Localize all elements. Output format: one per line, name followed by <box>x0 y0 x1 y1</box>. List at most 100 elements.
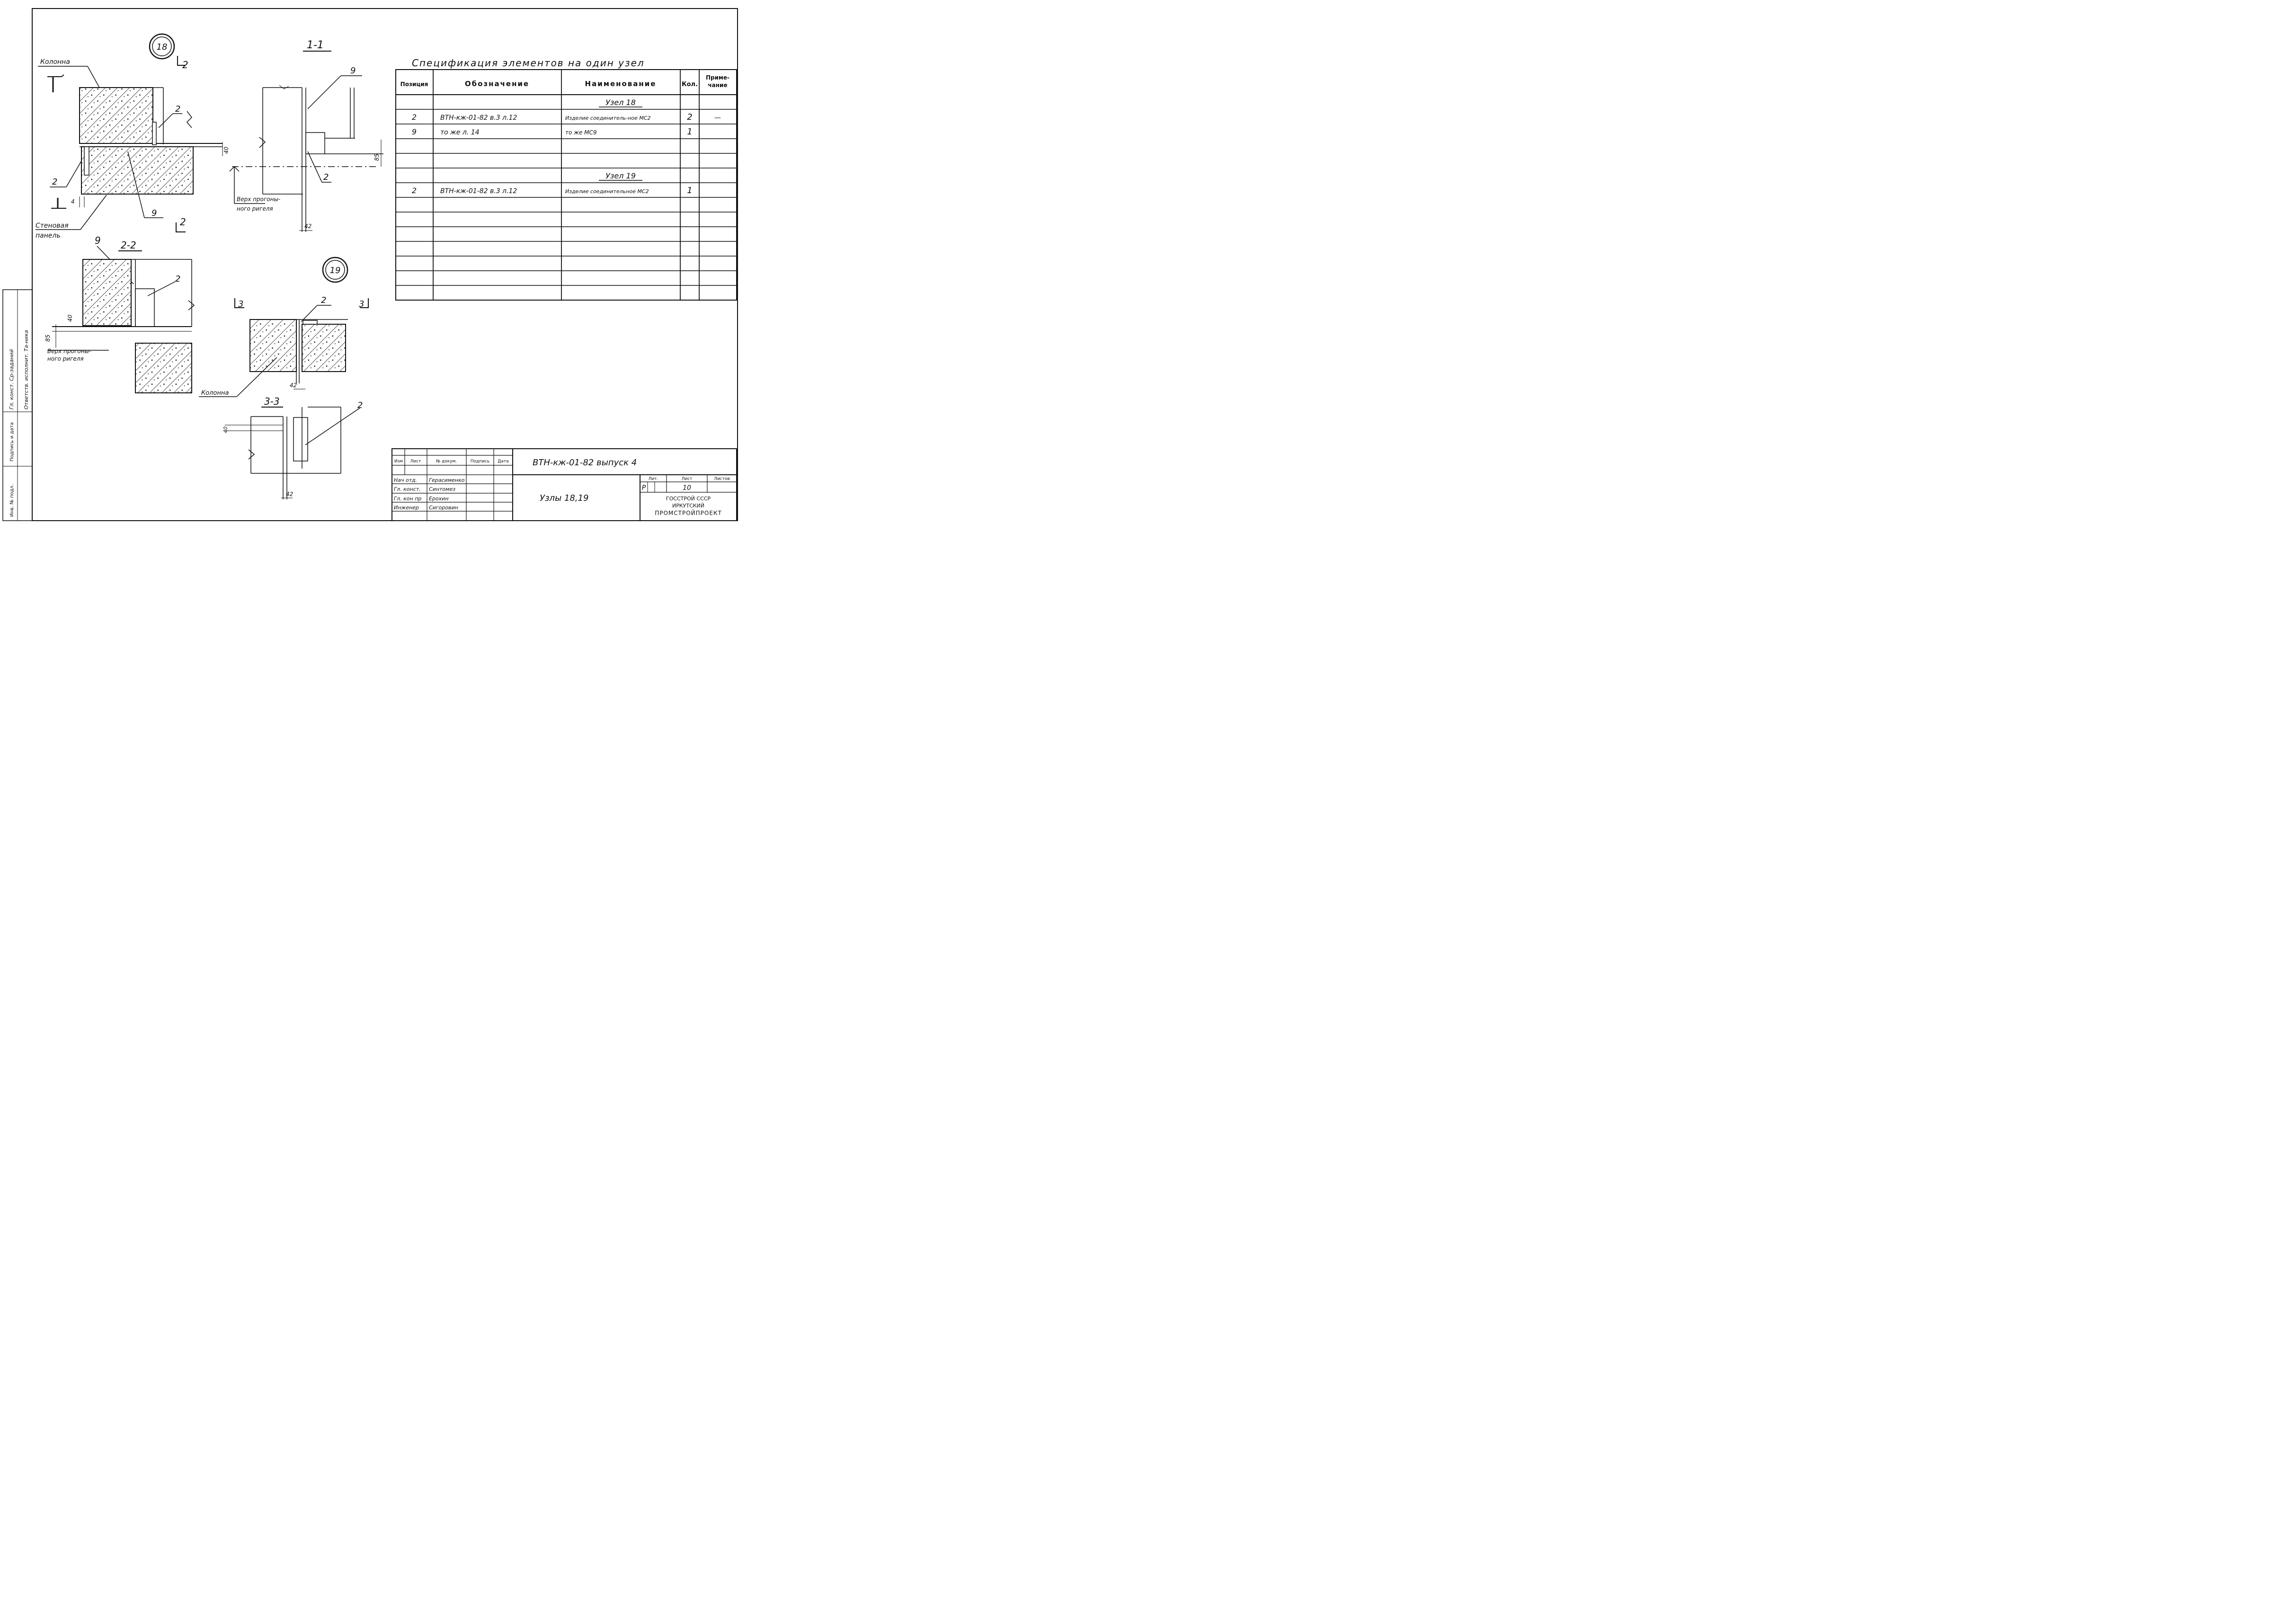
spec-cell-position: 9 <box>412 127 417 136</box>
tb-col-doc: № докум. <box>436 459 457 464</box>
spec-header-note-line1: Приме- <box>706 74 729 81</box>
node-18-wall-panel-line1: Стеновая <box>36 222 69 230</box>
spec-cell-name: Узел 19 <box>605 171 636 180</box>
tb-document-code: ВТН-кж-01-82 выпуск 4 <box>533 458 637 468</box>
tb-role: Нач отд. <box>394 477 417 483</box>
node-19-number: 19 <box>330 266 341 275</box>
tb-stage-value: Р <box>642 484 646 492</box>
section-3-3-dim-40: 40 <box>222 426 229 433</box>
node-19-drawing: 19 3 3 2 42 Колонна <box>199 257 369 397</box>
title-block: Изм Лист № докум. Подпись Дата Нач отд. Г… <box>391 448 737 521</box>
node-18-dim-40: 40 <box>223 146 230 154</box>
tb-col-list: Лист <box>410 459 421 464</box>
side-approval-2: Ответств. исполнит. Та-ника <box>23 330 29 409</box>
section-3-3-dim-42: 42 <box>286 491 293 497</box>
tb-sheet-name: Узлы 18,19 <box>540 493 589 503</box>
spec-title: Спецификация элементов на один узел <box>412 57 645 69</box>
node-18-number: 18 <box>157 42 168 52</box>
section-1-1-drawing: 1-1 Верх прогоны- ного ригеля 85 9 2 <box>229 39 383 232</box>
spec-cell-position: 2 <box>412 186 417 195</box>
table-row: 2 ВТН-кж-01-82 в.3 л.12 Изделие соединител… <box>412 112 721 122</box>
tb-col-date: Дата <box>498 459 508 464</box>
spec-cell-designation: ВТН-кж-01-82 в.3 л.12 <box>440 187 517 195</box>
tb-sheet-label: Лист <box>682 477 693 481</box>
tb-org-line1: ГОССТРОЙ СССР <box>666 496 711 502</box>
section-3-3-pos-2: 2 <box>357 400 363 410</box>
table-row: 2 ВТН-кж-01-82 в.3 л.12 Изделие соединител… <box>412 186 693 195</box>
node-19-column-label: Колонна <box>201 390 229 397</box>
section-2-2-dim-40: 40 <box>67 314 73 322</box>
section-2-2-pos-9: 9 <box>95 235 101 246</box>
node-19-cut-right: 3 <box>359 299 364 309</box>
spec-cell-name: Изделие соединительное МС2 <box>565 188 649 195</box>
tb-sheet-value: 10 <box>683 484 691 492</box>
tb-role-row: Гл. кон пр Ерохин <box>394 496 449 502</box>
spec-cell-name: то же МС9 <box>565 129 597 136</box>
tb-role-name: Герасименко <box>429 477 465 483</box>
section-1-1-pos-2: 2 <box>323 172 329 182</box>
node-18-wall-panel-line2: панель <box>36 232 61 240</box>
spec-cell-qty: 2 <box>687 112 692 122</box>
node-18-dim-4: 4 <box>71 198 75 205</box>
spec-header-name: Наименование <box>585 80 657 88</box>
sheet-frame <box>32 8 738 521</box>
side-inv-label: Инв. № подл. <box>9 484 15 517</box>
tb-role-row: Инженер Сигоровин <box>394 505 458 511</box>
node-19-dim-42: 42 <box>290 382 297 389</box>
tb-col-izm: Изм <box>394 459 403 464</box>
node-18-pos-2-top: 2 <box>175 104 180 114</box>
drawing-sheet: Гл. конст. Ср-заданий Ответств. исполнит… <box>2 8 738 521</box>
tb-org-line3: ПРОМСТРОЙПРОЕКТ <box>655 509 722 516</box>
tb-role-name: Ерохин <box>429 496 449 502</box>
node-18-column-label: Колонна <box>40 58 70 66</box>
section-1-1-level-line2: ного ригеля <box>237 205 273 212</box>
spec-table: Спецификация элементов на один узел Пози… <box>395 57 737 301</box>
spec-header-position: Позиция <box>400 81 428 88</box>
spec-cell-qty: 1 <box>687 127 692 137</box>
spec-cell-name: Изделие соединитель-ное МС2 <box>565 115 651 121</box>
tb-role-row: Гл. конст. Синтомез <box>394 486 455 492</box>
tb-stage-label: Лит. <box>649 477 658 481</box>
spec-header-qty: Кол. <box>682 81 698 88</box>
node-18-pos-2-left: 2 <box>52 177 57 187</box>
section-1-1-title: 1-1 <box>307 39 324 51</box>
spec-cell-note: — <box>714 114 721 122</box>
table-row: Узел 19 <box>599 171 642 181</box>
spec-header-note-line2: чание <box>708 82 727 89</box>
tb-org-line2: ИРКУТСКИЙ <box>672 503 704 509</box>
section-3-3-title: 3-3 <box>264 396 280 407</box>
node-19-cut-left: 3 <box>238 299 243 309</box>
side-approval-1: Гл. конст. Ср-заданий <box>9 349 15 409</box>
section-2-2-level-line2: ного ригеля <box>47 355 84 362</box>
section-2-2-title: 2-2 <box>121 240 136 251</box>
section-2-2-dim-85: 85 <box>44 335 51 342</box>
section-2-2-pos-2: 2 <box>175 274 180 284</box>
node-18-cut-2-top: 2 <box>182 59 188 71</box>
node-18-cut-2-bottom: 2 <box>180 216 186 228</box>
node-18-drawing: 18 2 Колонна 2 2 9 <box>36 33 230 240</box>
section-1-1-level-line1: Верх прогоны- <box>237 196 280 203</box>
node-18-pos-9: 9 <box>151 208 157 218</box>
tb-role-row: Нач отд. Герасименко <box>394 477 465 483</box>
tb-sheets-label: Листов <box>714 477 730 481</box>
tb-role: Инженер <box>394 505 419 511</box>
tb-role-name: Сигоровин <box>429 505 458 511</box>
side-sign-date-label: Подпись и дата <box>9 422 15 461</box>
section-2-2-drawing: 2-2 9 2 40 85 Верх прогоны- ного ригеля <box>44 235 195 393</box>
section-1-1-dim-42: 42 <box>304 223 311 230</box>
spec-cell-position: 2 <box>412 113 417 122</box>
tb-role: Гл. конст. <box>394 486 421 492</box>
spec-cell-name: Узел 18 <box>605 98 636 107</box>
section-1-1-dim-85: 85 <box>374 154 380 161</box>
spec-header-designation: Обозначение <box>465 80 529 88</box>
section-3-3-drawing: 3-3 40 2 42 <box>222 396 363 499</box>
tb-role-name: Синтомез <box>429 486 455 492</box>
spec-cell-designation: ВТН-кж-01-82 в.3 л.12 <box>440 114 517 122</box>
side-stamp: Гл. конст. Ср-заданий Ответств. исполнит… <box>2 289 33 521</box>
table-row: Узел 18 <box>599 98 642 107</box>
spec-cell-qty: 1 <box>687 186 692 195</box>
tb-col-sign: Подпись <box>471 459 489 464</box>
tb-role: Гл. кон пр <box>394 496 421 502</box>
section-2-2-level-line1: Верх прогоны- <box>47 348 91 355</box>
